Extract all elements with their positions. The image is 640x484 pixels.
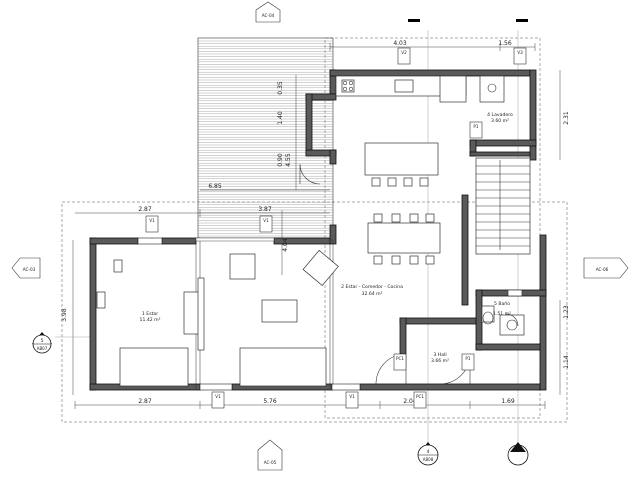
detail-left-sheet: AB07 [37, 346, 48, 351]
dim-vert-0-35: 0.35 [277, 81, 284, 95]
section-label-left: AC-03 [23, 267, 36, 272]
dim-vert-1-40: 1.40 [277, 111, 284, 125]
dim-bottom-1-69: 1.69 [501, 398, 515, 405]
room-area-lavadero: 3.60 m² [491, 118, 509, 124]
detail-bottom-number: 4 [427, 449, 430, 455]
tag-v1-c: V1 [345, 391, 359, 409]
bathroom-fixtures [481, 289, 525, 336]
tag-v1-a: V1 [145, 215, 159, 233]
dim-bottom-2-04: 2.04 [403, 398, 417, 405]
section-label-right: AC-06 [596, 267, 609, 272]
dim-mid-3-87: 3.87 [258, 206, 272, 213]
dim-right-1-23: 1.23 [563, 305, 570, 319]
tag-p1-b: P1 [461, 353, 475, 371]
tag-v2: V2 [397, 47, 411, 65]
dim-top-4-03: 4.03 [393, 40, 407, 47]
dim-right-2-31: 2.31 [563, 111, 570, 125]
room-name-bano: 5 Baño [494, 301, 510, 307]
dim-bottom-5-76: 5.76 [263, 398, 277, 405]
dim-bottom-2-87: 2.87 [138, 398, 152, 405]
axis-marker-bottom-right [507, 442, 529, 466]
tag-pc1: PC1 [393, 353, 407, 371]
dim-left-3-98: 3.98 [61, 308, 68, 322]
tag-v1-d: V1 [259, 215, 273, 233]
dim-vert-4-04: 4.04 [282, 238, 289, 252]
section-ticks [408, 19, 528, 22]
detail-left-number: 5 [41, 338, 44, 344]
tag-label: V1 [149, 218, 155, 223]
tag-pc1-b: PC1 [413, 391, 427, 409]
section-label-bottom: AC-05 [264, 460, 277, 465]
tag-v1-b: V1 [211, 391, 225, 409]
tag-label: V3 [517, 50, 523, 55]
living-furniture [96, 249, 339, 387]
room-name-estar: 1 Estar [142, 311, 158, 317]
room-name-hall: 3 Hall [433, 352, 446, 358]
room-name-estar-comedor: 2 Estar - Comedor - Cocina [341, 284, 403, 290]
section-marker-top: AC-04 [255, 1, 281, 23]
dining-furniture [364, 142, 441, 265]
top-dimension-lines [72, 43, 561, 409]
windows [137, 237, 361, 391]
room-area-estar: 11.42 m² [140, 317, 161, 323]
tag-v3: V3 [513, 47, 527, 65]
tag-label: P1 [465, 356, 471, 361]
dim-right-1-14: 1.14 [563, 355, 570, 369]
walls [89, 69, 547, 391]
tag-label: PC1 [396, 356, 404, 361]
dim-left-2-87: 2.87 [138, 206, 152, 213]
room-area-bano: 1.51 m² [493, 311, 511, 317]
opening-tags: V1 V2 V3 P1 V1 V1 V1 PC1 [145, 47, 527, 409]
dim-top-1-56: 1.56 [498, 40, 512, 47]
detail-bottom-sheet: AB08 [423, 457, 434, 462]
tag-label: V1 [349, 394, 355, 399]
tag-label: V1 [215, 394, 221, 399]
tag-label: PC1 [416, 394, 424, 399]
room-area-hall: 3.66 m² [431, 358, 449, 364]
dim-vert-0-90: 0.90 [277, 153, 284, 167]
room-name-lavadero: 4 Lavadero [487, 112, 513, 118]
tag-label: V1 [263, 218, 269, 223]
detail-marker-left: 5 AB07 [32, 332, 52, 354]
section-marker-left: AC-03 [11, 257, 41, 279]
tag-p1-a: P1 [469, 121, 483, 139]
dim-deck-6-85: 6.85 [208, 183, 222, 190]
section-marker-bottom: AC-05 [257, 439, 283, 471]
tag-label: P1 [473, 124, 479, 129]
section-label-top: AC-04 [262, 13, 275, 18]
stairs [475, 157, 531, 255]
section-marker-right: AC-06 [583, 257, 629, 279]
tag-label: V2 [401, 50, 407, 55]
dim-vert-4-55: 4.55 [285, 153, 292, 167]
detail-marker-bottom: 4 AB08 [417, 442, 439, 466]
kitchen-counter [335, 75, 505, 103]
room-area-estar-comedor: 32.64 m² [362, 291, 383, 297]
